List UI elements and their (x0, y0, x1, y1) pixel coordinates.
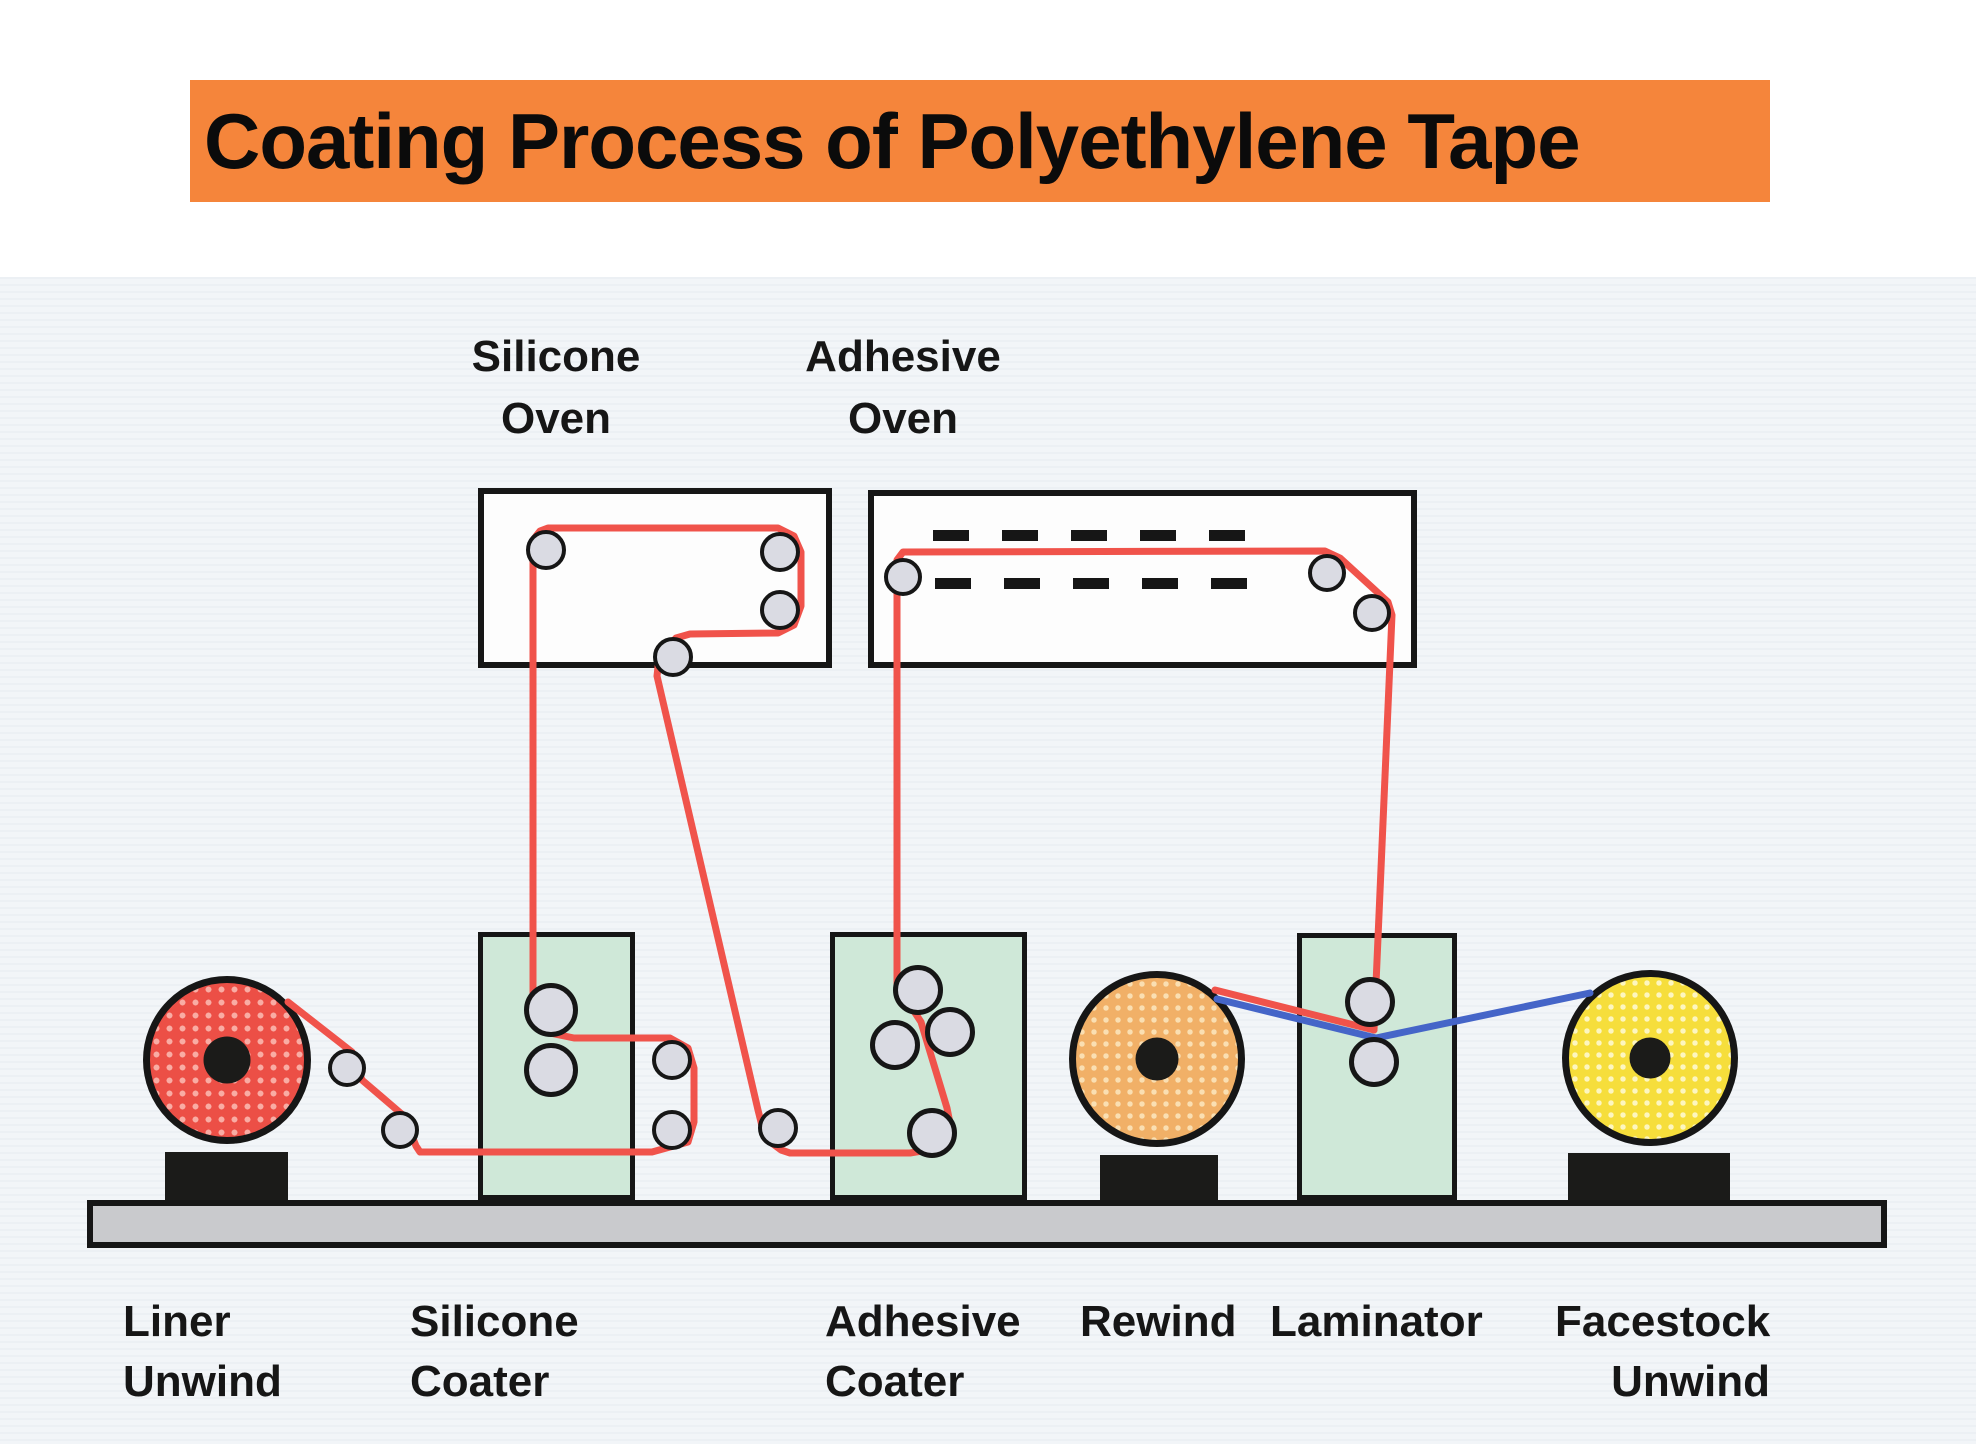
rewind-roll-pedestal (1100, 1155, 1218, 1202)
guide-roller (381, 1111, 419, 1149)
silicone-oven-roller (760, 590, 800, 630)
silicone-coater-roller (524, 1043, 578, 1097)
laminator-label: Laminator (1270, 1297, 1483, 1346)
adhesive-oven-roller (1353, 594, 1391, 632)
oven-heater-dash (1140, 530, 1176, 541)
oven-heater-dash (1211, 578, 1247, 589)
oven-heater-dash (933, 530, 969, 541)
silicone-oven-box (478, 488, 832, 668)
silicone-oven-roller (526, 530, 566, 570)
facestock-roll-pedestal (1568, 1153, 1730, 1202)
oven-heater-dash (1073, 578, 1109, 589)
guide-roller (758, 1108, 798, 1148)
adhesive-oven-label: Adhesive Oven (805, 332, 1001, 443)
oven-heater-dash (935, 578, 971, 589)
process-diagram-background (0, 277, 1976, 1444)
adhesive-coater-roller (907, 1108, 957, 1158)
roll-hub (1629, 1037, 1671, 1079)
facestock-unwind-roll (1562, 970, 1738, 1146)
adhesive-coater-roller (925, 1007, 975, 1057)
guide-roller (652, 1110, 692, 1150)
silicone-oven-roller (653, 637, 693, 677)
oven-heater-dash (1002, 530, 1038, 541)
adhesive-coater-roller (870, 1020, 920, 1070)
laminator-nip-roller (1349, 1037, 1399, 1087)
title-banner: Coating Process of Polyethylene Tape (190, 80, 1770, 202)
adhesive-oven-roller (1308, 554, 1346, 592)
silicone-oven-label: Silicone Oven (471, 332, 641, 443)
liner-unwind-roll (143, 976, 311, 1144)
machine-base-platform (87, 1200, 1887, 1248)
liner-roll-pedestal (165, 1152, 288, 1202)
laminator-nip-roller (1345, 977, 1395, 1027)
silicone-coater-roller (524, 983, 578, 1037)
silicone-coater-label: Silicone Coater (410, 1297, 579, 1406)
oven-heater-dash (1142, 578, 1178, 589)
rewind-roll (1069, 971, 1245, 1147)
oven-heater-dash (1209, 530, 1245, 541)
page-title: Coating Process of Polyethylene Tape (204, 96, 1581, 185)
liner-unwind-label: Liner Unwind (123, 1297, 282, 1406)
adhesive-coater-roller (893, 965, 943, 1015)
roll-hub (203, 1036, 251, 1084)
adhesive-coater-label: Adhesive Coater (825, 1297, 1021, 1406)
silicone-oven-roller (760, 532, 800, 572)
roll-hub (1135, 1037, 1179, 1081)
facestock-unwind-label: Facestock Unwind (1555, 1297, 1771, 1406)
guide-roller (328, 1049, 366, 1087)
guide-roller (652, 1040, 692, 1080)
rewind-label: Rewind (1080, 1297, 1237, 1346)
oven-heater-dash (1071, 530, 1107, 541)
adhesive-oven-roller (884, 558, 922, 596)
oven-heater-dash (1004, 578, 1040, 589)
